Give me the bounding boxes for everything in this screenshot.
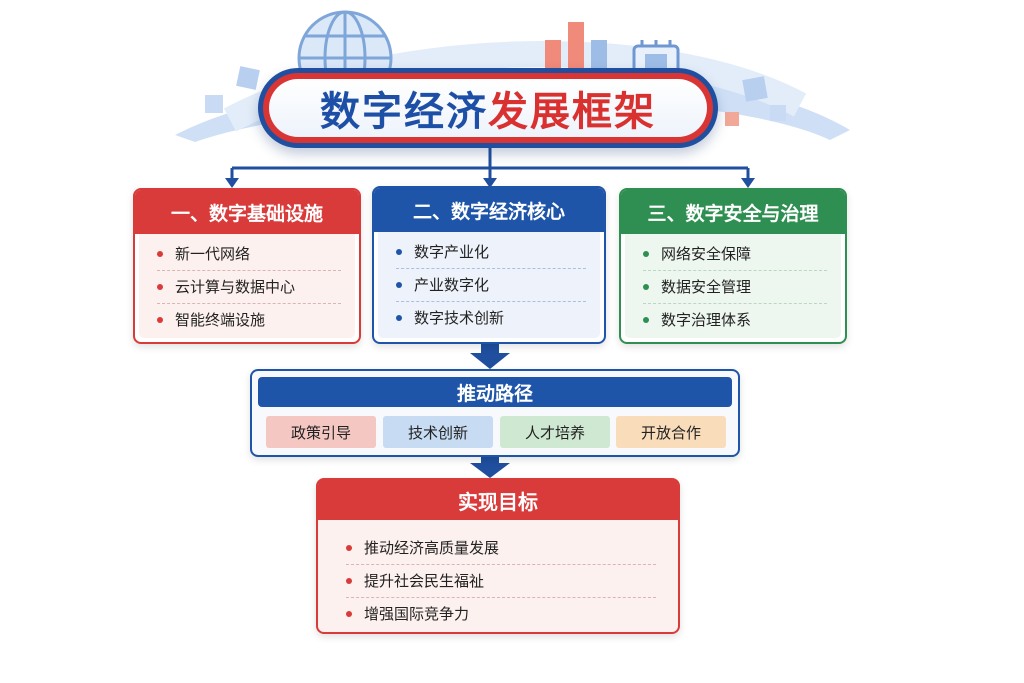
bullet-icon [346,578,352,584]
list-item: 智能终端设施 [157,304,341,336]
list-item: 产业数字化 [396,269,586,302]
path-chip-talent: 人才培养 [500,416,610,448]
list-item: 增强国际竞争力 [346,598,656,630]
pillar-list: 数字产业化 产业数字化 数字技术创新 [396,236,586,334]
goal-list: 推动经济高质量发展 提升社会民生福祉 增强国际竞争力 [346,532,656,630]
bullet-icon [396,315,402,321]
promotion-path: 推动路径 政策引导 技术创新 人才培养 开放合作 [250,369,740,457]
bullet-icon [643,284,649,290]
title-part-2: 发展框架 [488,89,656,135]
list-item: 数字技术创新 [396,302,586,334]
list-item: 推动经济高质量发展 [346,532,656,565]
list-item: 网络安全保障 [643,238,827,271]
goal-heading: 实现目标 [318,480,678,520]
arrow-down-icon [470,344,510,369]
bullet-icon [157,317,163,323]
list-item: 数字产业化 [396,236,586,269]
list-item: 数字治理体系 [643,304,827,336]
deco-square [725,112,739,126]
pillar-heading: 一、数字基础设施 [135,190,359,234]
list-item: 提升社会民生福祉 [346,565,656,598]
title-part-1: 数字经济 [320,89,488,135]
bullet-icon [346,611,352,617]
pillar-list: 新一代网络 云计算与数据中心 智能终端设施 [157,238,341,336]
bullet-icon [157,251,163,257]
deco-square [770,105,786,121]
pillar-core: 二、数字经济核心 数字产业化 产业数字化 数字技术创新 [372,186,606,344]
bullet-icon [157,284,163,290]
bar-chart-icon [545,22,607,75]
path-heading: 推动路径 [258,377,732,407]
deco-square [205,95,223,113]
list-item: 云计算与数据中心 [157,271,341,304]
list-item: 数据安全管理 [643,271,827,304]
pillar-heading: 三、数字安全与治理 [621,190,845,234]
arrow-down-icon [470,457,510,478]
deco-square [742,76,768,102]
path-chip-tech: 技术创新 [383,416,493,448]
pillar-heading: 二、数字经济核心 [374,188,604,232]
path-chip-policy: 政策引导 [266,416,376,448]
page-title: 数字经济发展框架 [269,79,707,137]
path-chip-open: 开放合作 [616,416,726,448]
deco-square [236,66,260,90]
bullet-icon [643,317,649,323]
pillar-infrastructure: 一、数字基础设施 新一代网络 云计算与数据中心 智能终端设施 [133,188,361,344]
pillar-security: 三、数字安全与治理 网络安全保障 数据安全管理 数字治理体系 [619,188,847,344]
goal-box: 实现目标 推动经济高质量发展 提升社会民生福祉 增强国际竞争力 [316,478,680,634]
bullet-icon [643,251,649,257]
framework-title: 数字经济发展框架 [258,68,718,148]
bullet-icon [396,249,402,255]
list-item: 新一代网络 [157,238,341,271]
bullet-icon [396,282,402,288]
bullet-icon [346,545,352,551]
pillar-list: 网络安全保障 数据安全管理 数字治理体系 [643,238,827,336]
